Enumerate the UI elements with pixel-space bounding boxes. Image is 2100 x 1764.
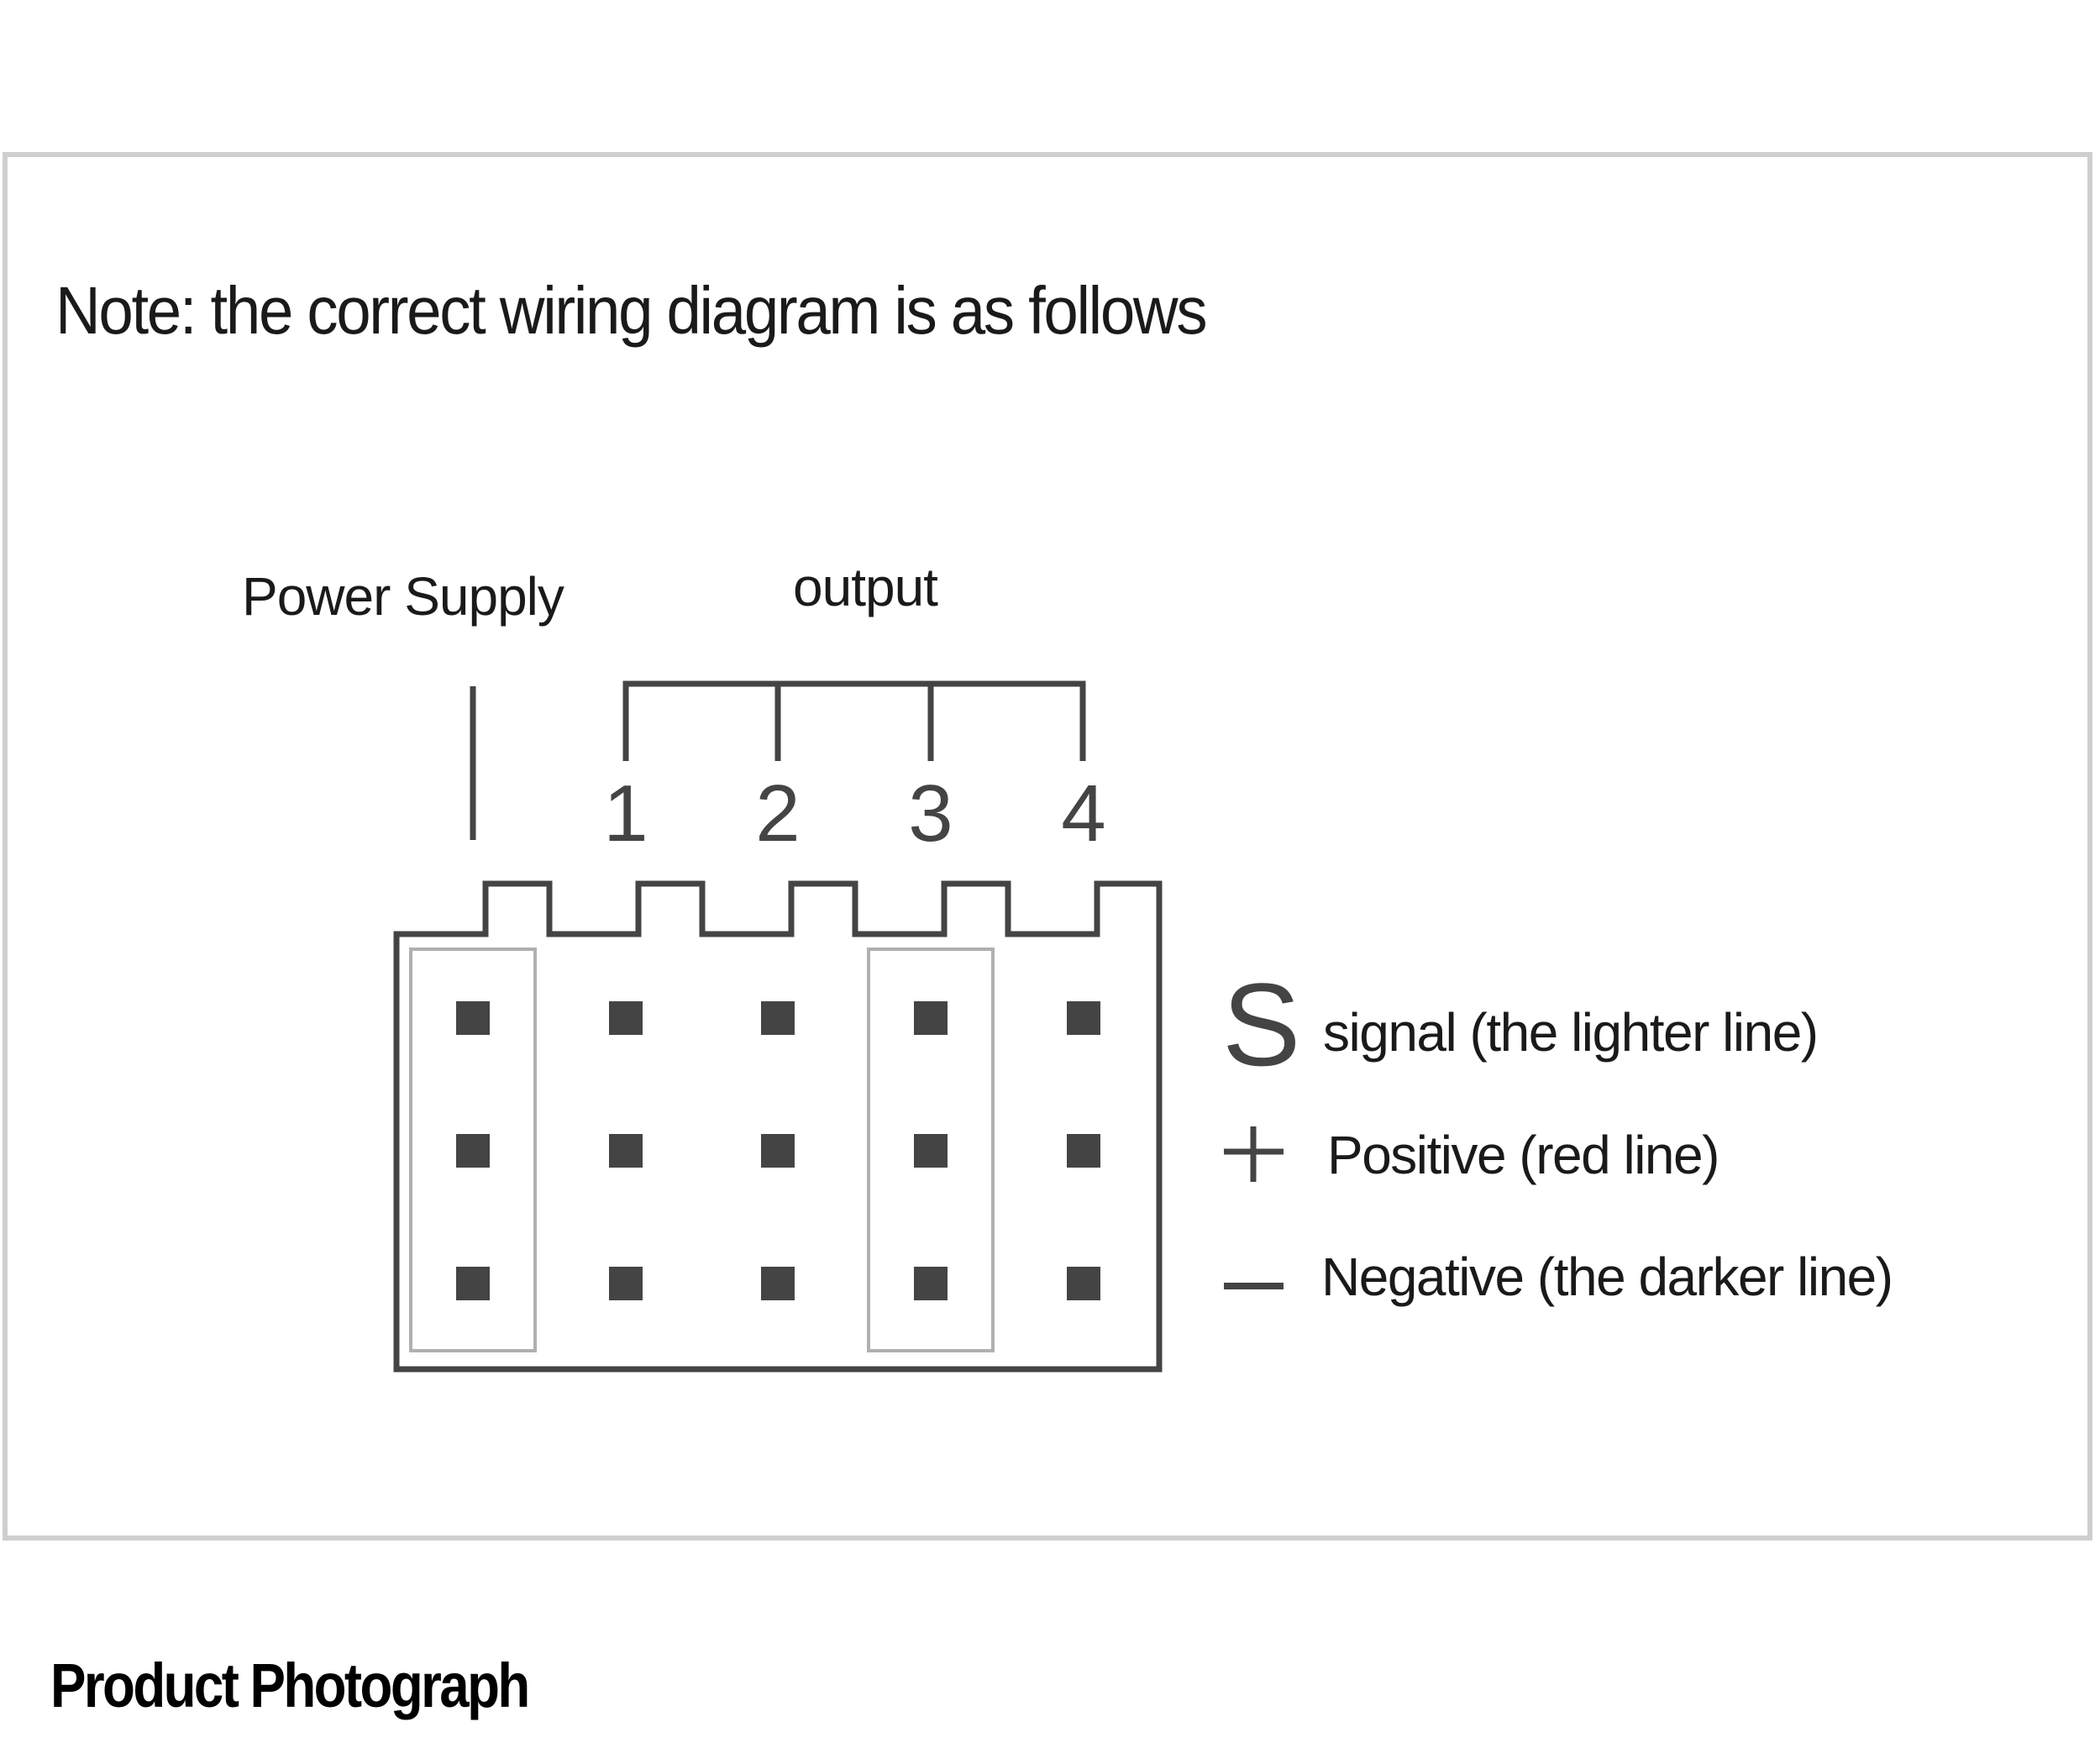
legend-signal-text: signal (the lighter line) [1323,1002,1819,1063]
legend-negative-text: Negative (the darker line) [1321,1247,1893,1307]
output-bracket [622,680,1086,761]
pin-out4-negative [1067,1267,1100,1300]
output-number-3: 3 [908,769,953,858]
legend-positive-text: Positive (red line) [1327,1125,1719,1185]
diagram-frame [3,152,2092,1541]
pin-out1-signal [609,1001,643,1035]
pin-out4-signal [1067,1001,1100,1035]
output-label: output [793,557,938,617]
power-supply-label: Power Supply [242,566,564,627]
pin-out2-signal [761,1001,795,1035]
output-number-2: 2 [755,769,800,858]
pin-out1-positive [609,1134,643,1168]
page-title: Note: the correct wiring diagram is as f… [55,277,1292,344]
pin-out4-positive [1067,1134,1100,1168]
output-number-4: 4 [1061,769,1105,858]
footer-text: Product Photograph [50,1651,530,1720]
pin-power-negative [456,1267,490,1300]
signal-s-icon: S [1222,958,1300,1090]
highlight-out3 [867,948,995,1352]
pin-power-positive [456,1134,490,1168]
pin-out2-positive [761,1134,795,1168]
pin-power-signal [456,1001,490,1035]
pin-out3-negative [914,1267,948,1300]
product-photograph-heading: Product Photograph [50,1655,606,1717]
highlight-power [409,948,537,1352]
connector-housing [393,880,1163,1373]
plus-icon [1224,1126,1284,1182]
pin-out3-signal [914,1001,948,1035]
output-number-1: 1 [603,769,648,858]
pin-out1-negative [609,1267,643,1300]
pin-out3-positive [914,1134,948,1168]
title-text: Note: the correct wiring diagram is as f… [55,273,1208,348]
pin-out2-negative [761,1267,795,1300]
